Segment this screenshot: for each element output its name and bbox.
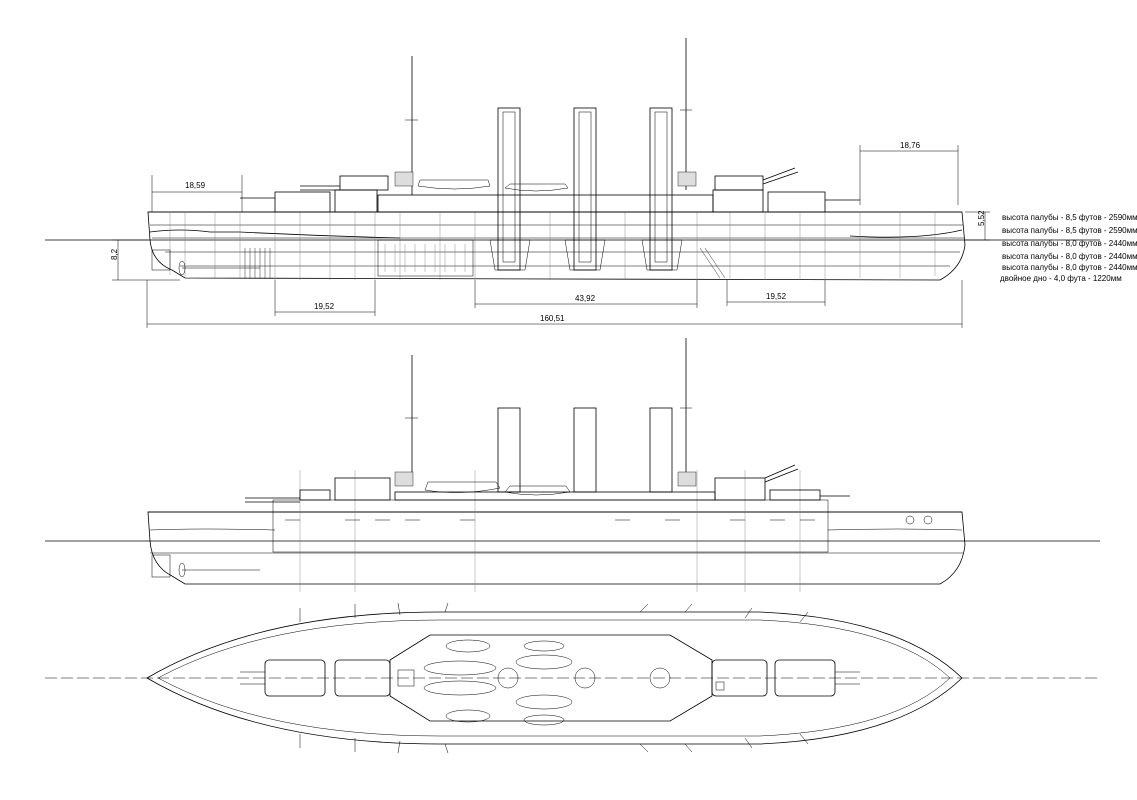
- deck-note-2: высота палубы - 8,5 футов - 2590мм: [1002, 226, 1137, 235]
- dim-aft-overhang: 18,76: [900, 141, 921, 150]
- plan-view: [45, 602, 1100, 754]
- turret-aft-plan: [774, 659, 836, 697]
- boat-plan-2: [423, 660, 497, 676]
- boat-plan-5: [523, 640, 565, 652]
- dim-forward-overhang: 18,59: [185, 181, 206, 190]
- dim-aft-magazine: 19,52: [766, 292, 787, 301]
- boat-plan-6: [515, 654, 573, 670]
- boat-profile-3: [424, 481, 501, 493]
- deck-outline: [146, 611, 963, 745]
- anchor-2: [923, 515, 933, 525]
- dim-freeboard-aft: 5,52: [977, 210, 986, 226]
- anchor-1: [905, 515, 915, 525]
- superstructure-deck: [389, 634, 713, 722]
- funnel-3-section: [649, 107, 673, 271]
- hull-outline-2: [147, 511, 966, 585]
- funnel-2-section: [573, 107, 597, 271]
- hull-outline-1: [147, 211, 966, 281]
- funnel-2: [573, 407, 597, 493]
- turret-aft-1: [714, 175, 764, 191]
- funnel-1-section: [497, 107, 521, 271]
- deck-notes: высота палубы - 8,5 футов - 2590мм высот…: [1000, 213, 1137, 283]
- deck-note-6: двойное дно - 4,0 фута - 1220мм: [1000, 274, 1122, 283]
- deck-note-5: высота палубы - 8,0 футов - 2440мм: [1002, 263, 1137, 272]
- boat-plan-3: [423, 680, 497, 696]
- inboard-profile-view: 18,59 18,76 8,2 5,52 19,52 43,92 19,52: [45, 38, 1137, 328]
- outboard-profile-view: [45, 338, 1100, 592]
- funnel-plan-1: [497, 667, 519, 689]
- boat-plan-7: [515, 694, 573, 710]
- funnel-3: [649, 407, 673, 493]
- armour-belt: [272, 499, 829, 553]
- funnel-plan-2: [574, 667, 596, 689]
- dim-overall-length: 160,51: [540, 314, 565, 323]
- funnel-plan-3: [649, 667, 671, 689]
- boat-plan-8: [523, 714, 565, 726]
- boat-plan-4: [445, 709, 491, 723]
- turret-fwd-1: [339, 175, 389, 191]
- boat-plan-1: [445, 639, 491, 653]
- deck-note-1: высота палубы - 8,5 футов - 2590мм: [1002, 213, 1137, 222]
- deck-note-4: высота палубы - 8,0 футов - 2440мм: [1002, 252, 1137, 261]
- dim-draft: 8,2: [110, 248, 119, 260]
- boat-profile-4: [504, 485, 571, 496]
- funnel-1: [497, 407, 521, 493]
- turret-fwd-plan: [264, 659, 326, 697]
- dim-machinery: 43,92: [575, 294, 596, 303]
- dim-forward-magazine: 19,52: [314, 302, 335, 311]
- boat-profile-1: [417, 179, 491, 190]
- deck-note-3: высота палубы - 8,0 футов - 2440мм: [1002, 239, 1137, 248]
- engine-room: [377, 239, 474, 277]
- boat-profile-2: [504, 183, 569, 192]
